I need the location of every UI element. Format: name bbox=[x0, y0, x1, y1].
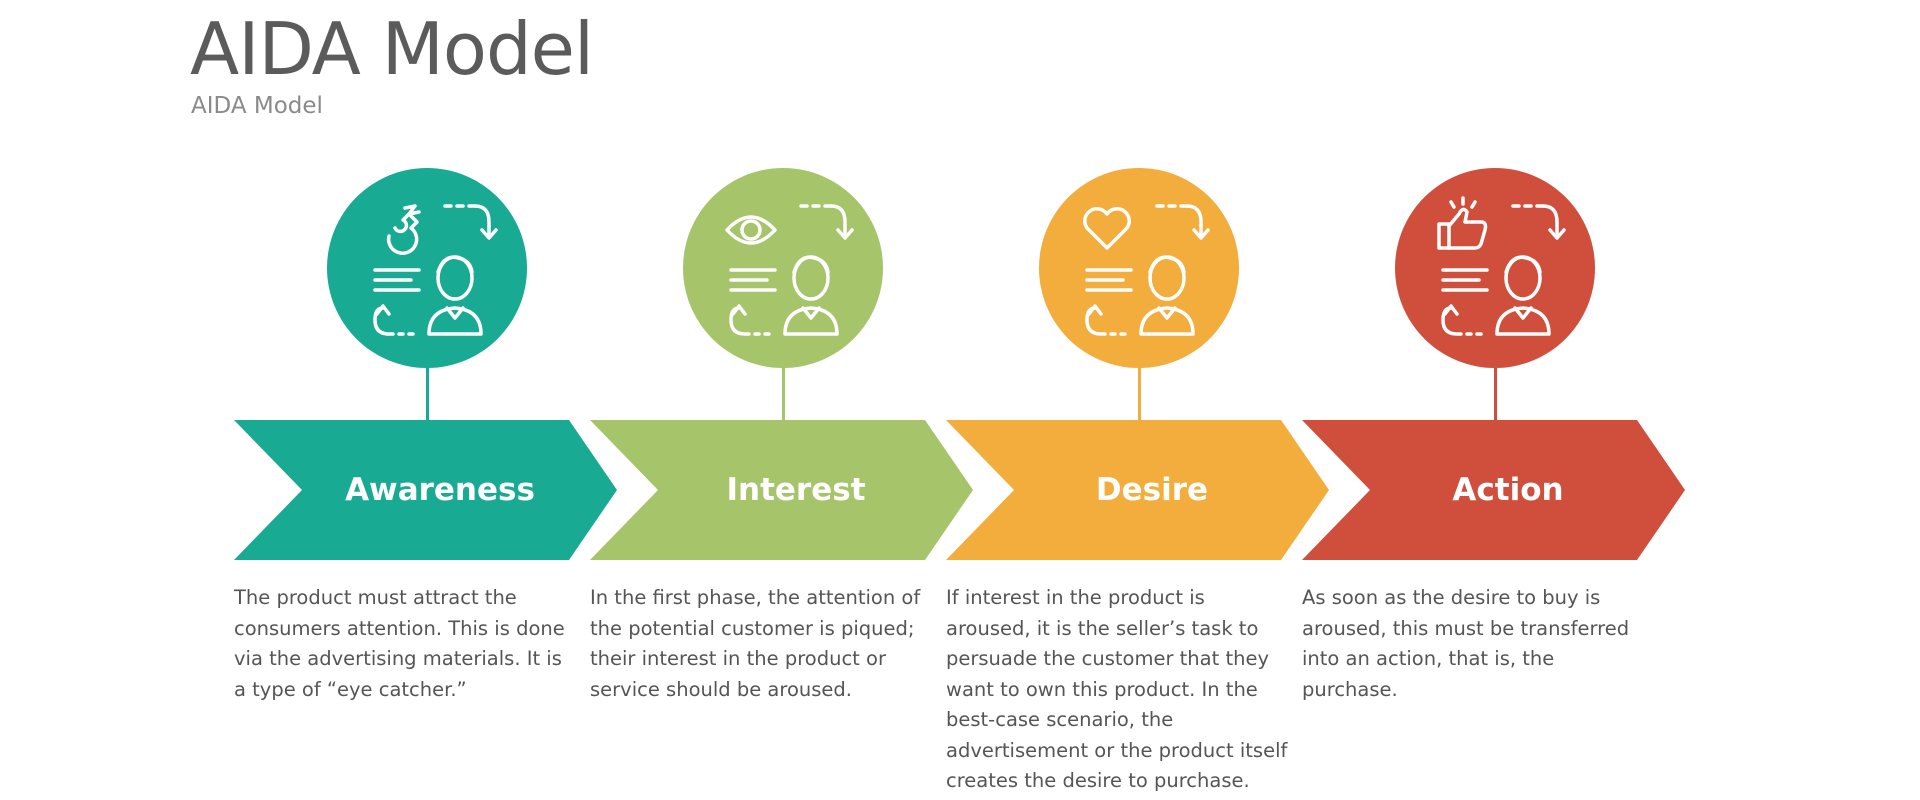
action-connector bbox=[1494, 368, 1497, 420]
stage-awareness: Awareness The product must attract the c… bbox=[234, 0, 626, 800]
desire-label: Desire bbox=[1095, 472, 1209, 508]
stage-action: Action As soon as the desire to buy is a… bbox=[1302, 0, 1694, 800]
awareness-connector bbox=[426, 368, 429, 420]
action-circle bbox=[1395, 168, 1595, 368]
action-label: Action bbox=[1452, 472, 1564, 508]
desire-connector bbox=[1138, 368, 1141, 420]
interest-chevron: Interest bbox=[590, 420, 982, 560]
desire-circle bbox=[1039, 168, 1239, 368]
desire-description: If interest in the product is aroused, i… bbox=[946, 586, 1288, 792]
stage-interest: Interest In the first phase, the attenti… bbox=[590, 0, 982, 800]
action-description: As soon as the desire to buy is aroused,… bbox=[1302, 586, 1630, 701]
awareness-description: The product must attract the consumers a… bbox=[234, 586, 565, 701]
interest-connector bbox=[782, 368, 785, 420]
interest-circle bbox=[683, 168, 883, 368]
awareness-label: Awareness bbox=[345, 472, 535, 508]
magnet-icon bbox=[373, 204, 498, 336]
interest-description: In the first phase, the attention of the… bbox=[590, 586, 921, 701]
stage-desire: Desire If interest in the product is aro… bbox=[946, 0, 1338, 800]
heart-icon bbox=[1083, 204, 1210, 336]
page-subtitle: AIDA Model bbox=[191, 93, 323, 119]
action-chevron: Action bbox=[1302, 420, 1694, 560]
interest-label: Interest bbox=[726, 472, 866, 508]
eye-icon bbox=[725, 204, 854, 336]
thumbs-up-icon bbox=[1437, 196, 1566, 336]
desire-chevron: Desire bbox=[946, 420, 1338, 560]
awareness-circle bbox=[327, 168, 527, 368]
page-title: AIDA Model bbox=[190, 7, 594, 91]
awareness-chevron: Awareness bbox=[234, 420, 626, 560]
